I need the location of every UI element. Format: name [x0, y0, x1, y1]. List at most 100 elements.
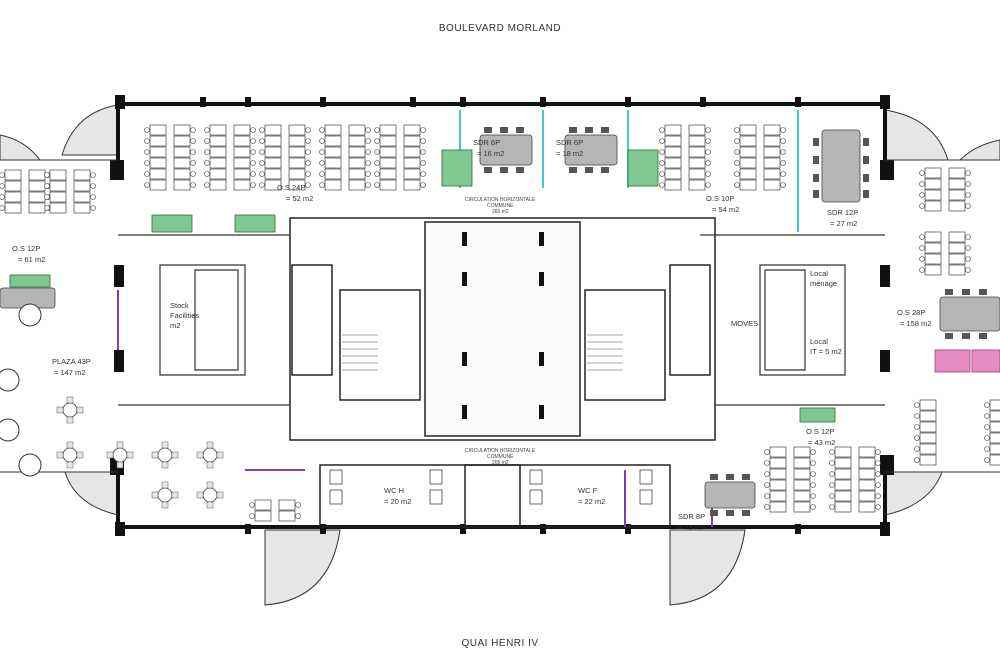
local-it-area: IT = 5 m2 — [810, 347, 842, 356]
workstation — [204, 124, 227, 136]
workstation — [233, 146, 256, 158]
moves-label: MOVES — [731, 319, 758, 328]
room-labels: O.S 24P = 52 m2 SDR 6P = 16 m2 SDR 6P = … — [12, 138, 931, 532]
workstation — [734, 179, 757, 191]
workstation — [688, 168, 711, 180]
workstation — [763, 135, 786, 147]
workstation — [763, 157, 786, 169]
workstation — [173, 135, 196, 147]
circ-bottom-line3: 205 m2 — [492, 460, 509, 466]
workstation — [858, 468, 881, 480]
workstation — [173, 179, 196, 191]
workstation — [259, 124, 282, 136]
workstation — [829, 446, 852, 458]
workstation — [403, 168, 426, 180]
workstation — [763, 124, 786, 136]
workstation — [984, 454, 1000, 466]
workstation — [144, 135, 167, 147]
lift-shaft-south — [464, 464, 521, 528]
workstation — [319, 146, 342, 158]
workstation — [858, 479, 881, 491]
bay-south-right — [669, 529, 746, 606]
workstation — [144, 157, 167, 169]
workstation — [793, 479, 816, 491]
circ-top-line2: COMMUNE — [487, 203, 514, 209]
stair-east — [584, 289, 666, 401]
workstation — [688, 179, 711, 191]
meeting-tables — [0, 129, 1000, 509]
sdr6b-table — [564, 134, 618, 166]
workstation — [914, 432, 937, 444]
plaza-area: = 147 m2 — [54, 368, 85, 377]
workstation — [204, 135, 227, 147]
local-menage-label: Local — [810, 269, 828, 278]
workstation — [793, 468, 816, 480]
circ-bottom-line1: CIRCULATION HORIZONTALE — [465, 448, 536, 454]
workstation — [288, 146, 311, 158]
workstation — [259, 135, 282, 147]
workstation — [204, 179, 227, 191]
workstation — [204, 157, 227, 169]
sdr6b-area: = 18 m2 — [556, 149, 583, 158]
workstation — [319, 179, 342, 191]
workstation — [319, 124, 342, 136]
workstation — [919, 231, 942, 243]
workstation — [919, 189, 942, 201]
lift-west — [291, 264, 333, 376]
workstation — [44, 169, 67, 181]
bay-far-left — [0, 134, 42, 161]
workstation — [688, 124, 711, 136]
lift-east — [669, 264, 711, 376]
circ-bottom-line2: COMMUNE — [487, 454, 514, 460]
workstation — [764, 479, 787, 491]
workstation — [144, 146, 167, 158]
workstation — [948, 200, 971, 212]
os10-label: O.S 10P — [706, 194, 734, 203]
workstation — [948, 178, 971, 190]
purple-partitions — [117, 290, 713, 527]
workstation — [793, 501, 816, 513]
workstation — [688, 135, 711, 147]
workstation — [659, 146, 682, 158]
sdr6b-label: SDR 6P — [556, 138, 583, 147]
workstation — [984, 432, 1000, 444]
workstation — [319, 157, 342, 169]
workstation — [0, 191, 22, 203]
wing-outlines — [0, 159, 1000, 473]
workstation — [688, 146, 711, 158]
workstation — [249, 499, 272, 511]
workstation — [348, 179, 371, 191]
workstation — [278, 510, 301, 522]
workstation — [233, 168, 256, 180]
workstation — [288, 135, 311, 147]
stock-label: Stock — [170, 301, 189, 310]
workstation — [919, 264, 942, 276]
os12e-area: = 43 m2 — [808, 438, 835, 447]
workstation — [734, 157, 757, 169]
circ-top-line1: CIRCULATION HORIZONTALE — [465, 197, 536, 203]
workstation — [348, 124, 371, 136]
workstation — [233, 179, 256, 191]
workstation — [984, 410, 1000, 422]
workstation — [659, 157, 682, 169]
round-table — [56, 441, 84, 469]
os12w-label: O.S 12P — [12, 244, 40, 253]
street-north-label: BOULEVARD MORLAND — [438, 23, 562, 34]
workstation — [173, 157, 196, 169]
bay-bottom-right — [884, 471, 943, 516]
workstation — [73, 191, 96, 203]
sdr12-table — [821, 129, 861, 203]
workstation — [764, 468, 787, 480]
workstation — [288, 157, 311, 169]
os12e-label: O.S 12P — [806, 427, 834, 436]
workstation — [0, 180, 22, 192]
round-table — [196, 441, 224, 469]
workstation — [858, 490, 881, 502]
workstation — [914, 399, 937, 411]
workstation — [919, 242, 942, 254]
workstation — [984, 443, 1000, 455]
workstation — [763, 146, 786, 158]
workstation — [919, 178, 942, 190]
sdr6a-area: = 16 m2 — [477, 149, 504, 158]
